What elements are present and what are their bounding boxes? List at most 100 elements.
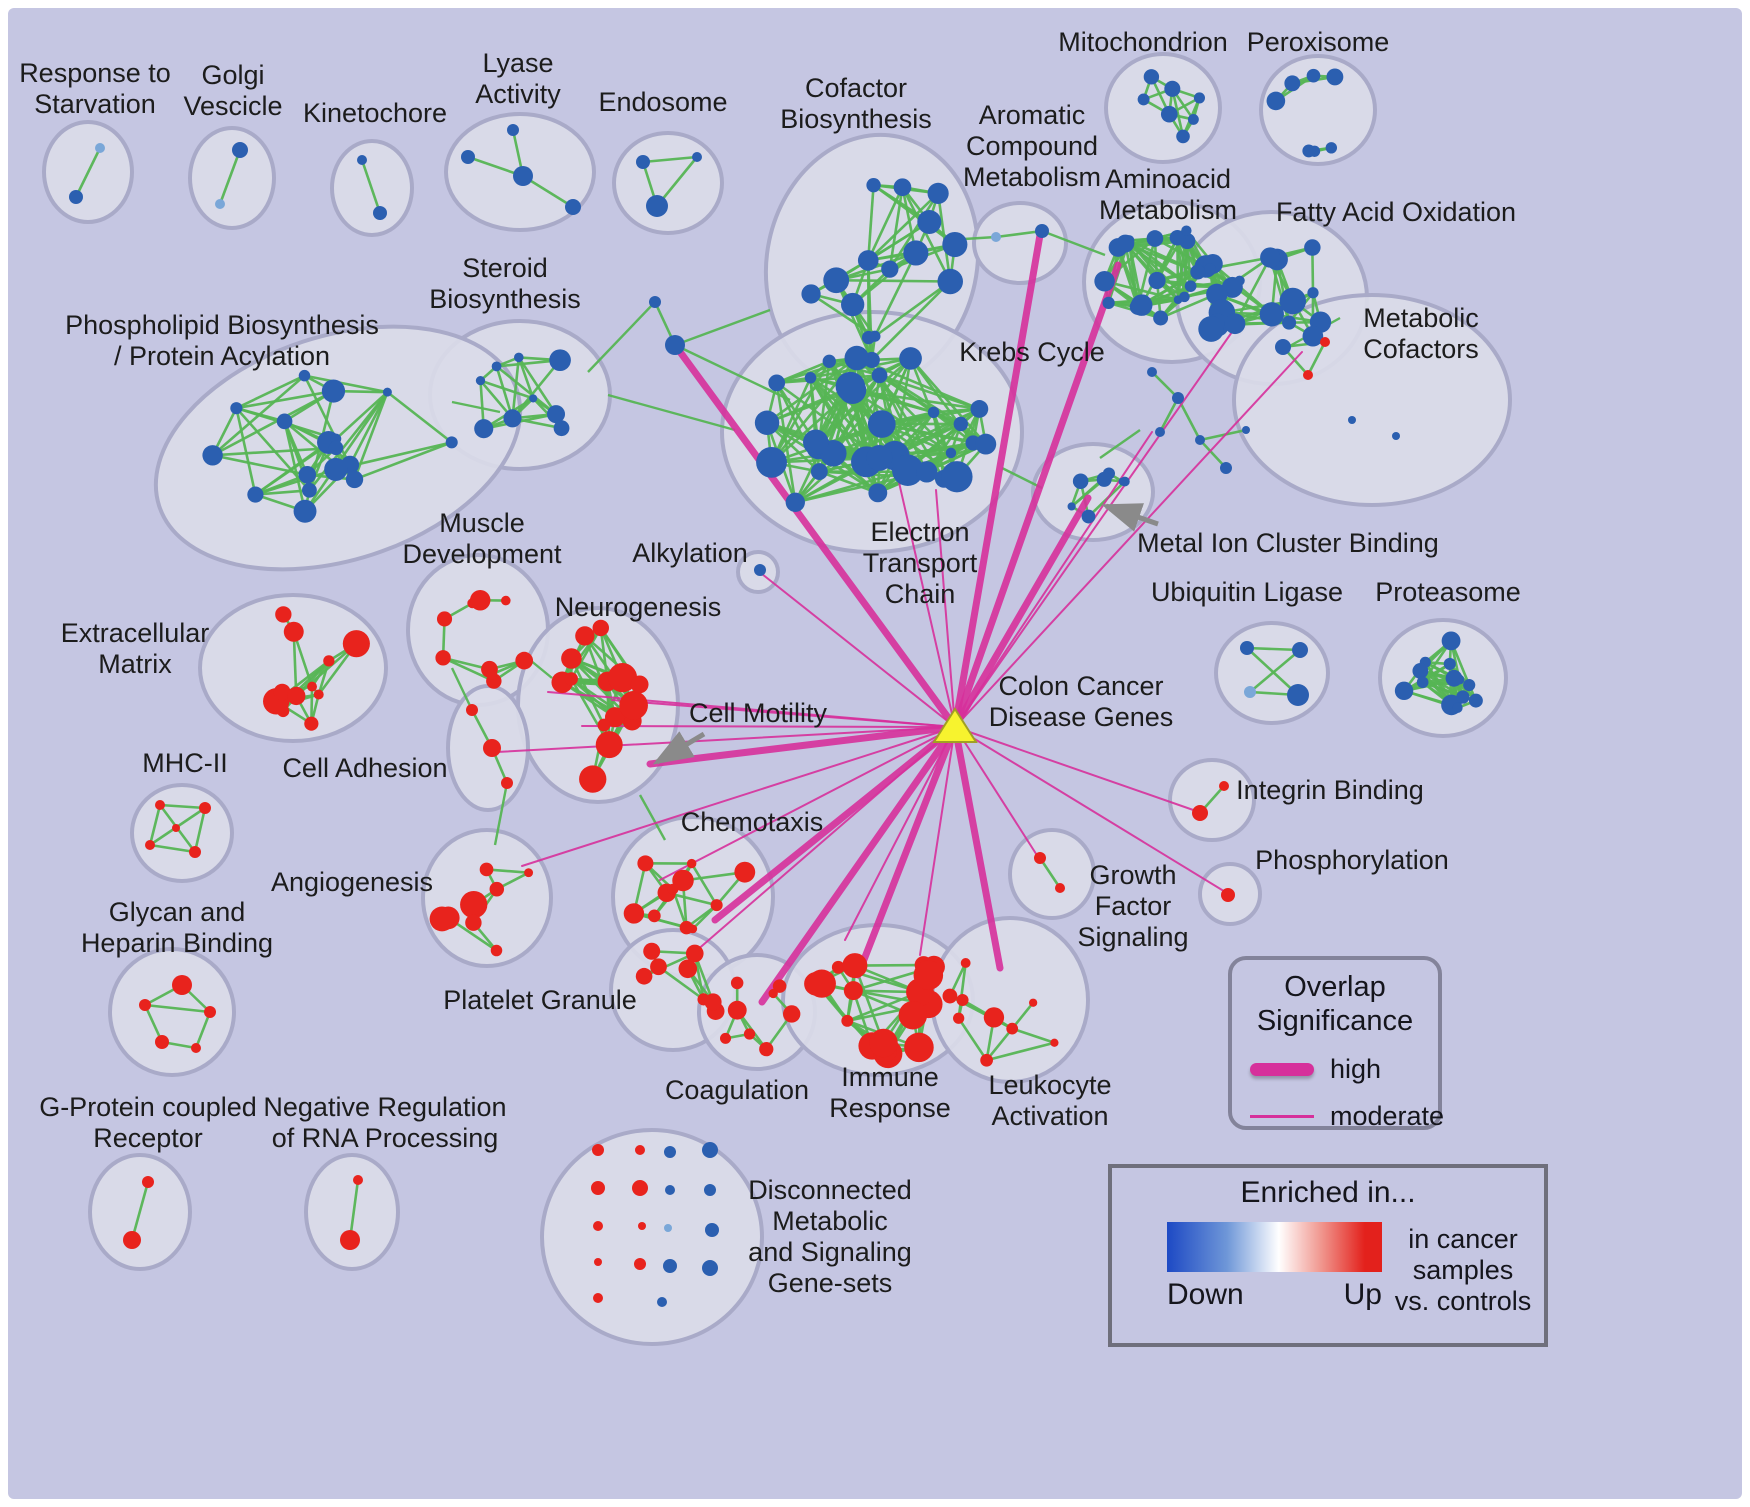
gene-set-node[interactable] bbox=[867, 410, 896, 438]
gene-set-node[interactable] bbox=[1468, 693, 1483, 708]
gene-set-node[interactable] bbox=[975, 433, 997, 455]
gene-set-node[interactable] bbox=[866, 445, 893, 471]
gene-set-node[interactable] bbox=[664, 1146, 676, 1158]
gene-set-node[interactable] bbox=[515, 651, 534, 670]
gene-set-node[interactable] bbox=[1275, 339, 1291, 355]
gene-set-node[interactable] bbox=[172, 824, 180, 832]
gene-set-node[interactable] bbox=[768, 374, 786, 392]
gene-set-node[interactable] bbox=[1187, 113, 1199, 125]
gene-set-node[interactable] bbox=[382, 387, 392, 397]
gene-set-node[interactable] bbox=[898, 1001, 928, 1030]
gene-set-node[interactable] bbox=[1184, 280, 1197, 293]
gene-set-node[interactable] bbox=[524, 868, 534, 878]
gene-set-node[interactable] bbox=[595, 731, 623, 759]
gene-set-node[interactable] bbox=[903, 240, 929, 266]
gene-set-node[interactable] bbox=[1072, 473, 1089, 490]
gene-set-node[interactable] bbox=[692, 152, 702, 162]
gene-set-node[interactable] bbox=[445, 436, 458, 449]
gene-set-node[interactable] bbox=[69, 190, 83, 204]
gene-set-node[interactable] bbox=[1006, 1022, 1019, 1035]
gene-set-node[interactable] bbox=[1034, 852, 1046, 864]
gene-set-node[interactable] bbox=[636, 155, 650, 169]
gene-set-node[interactable] bbox=[565, 199, 581, 215]
gene-set-node[interactable] bbox=[679, 920, 694, 935]
gene-set-node[interactable] bbox=[1287, 684, 1309, 706]
gene-set-node[interactable] bbox=[663, 1259, 677, 1273]
gene-set-node[interactable] bbox=[1081, 509, 1096, 524]
gene-set-node[interactable] bbox=[869, 1028, 898, 1058]
gene-set-node[interactable] bbox=[630, 675, 649, 694]
gene-set-node[interactable] bbox=[1094, 271, 1115, 292]
gene-set-node[interactable] bbox=[232, 142, 248, 158]
gene-set-node[interactable] bbox=[1160, 105, 1178, 123]
gene-set-node[interactable] bbox=[657, 1297, 667, 1307]
gene-set-node[interactable] bbox=[373, 206, 387, 220]
gene-set-node[interactable] bbox=[727, 1000, 747, 1020]
gene-set-node[interactable] bbox=[730, 976, 744, 990]
gene-set-node[interactable] bbox=[772, 979, 787, 993]
gene-set-node[interactable] bbox=[672, 869, 694, 892]
gene-set-node[interactable] bbox=[593, 1221, 603, 1231]
gene-set-node[interactable] bbox=[1164, 80, 1181, 97]
gene-set-node[interactable] bbox=[1172, 392, 1184, 404]
gene-set-node[interactable] bbox=[1137, 93, 1150, 106]
gene-set-node[interactable] bbox=[1304, 239, 1321, 256]
gene-set-node[interactable] bbox=[1148, 271, 1166, 290]
gene-set-node[interactable] bbox=[474, 419, 494, 439]
gene-set-node[interactable] bbox=[1456, 690, 1470, 704]
gene-set-node[interactable] bbox=[1035, 224, 1049, 238]
gene-set-node[interactable] bbox=[915, 461, 938, 483]
gene-set-node[interactable] bbox=[1192, 805, 1208, 821]
gene-set-node[interactable] bbox=[1146, 230, 1164, 247]
gene-set-node[interactable] bbox=[215, 199, 225, 209]
gene-set-node[interactable] bbox=[810, 463, 828, 481]
gene-set-node[interactable] bbox=[302, 482, 317, 498]
gene-set-node[interactable] bbox=[1204, 263, 1216, 275]
gene-set-node[interactable] bbox=[1176, 129, 1190, 144]
gene-set-node[interactable] bbox=[491, 361, 502, 372]
gene-set-node[interactable] bbox=[756, 446, 787, 478]
gene-set-node[interactable] bbox=[1259, 302, 1284, 327]
gene-set-node[interactable] bbox=[298, 369, 311, 382]
gene-set-node[interactable] bbox=[937, 268, 963, 295]
gene-set-node[interactable] bbox=[513, 166, 533, 186]
gene-set-node[interactable] bbox=[835, 371, 866, 402]
gene-set-node[interactable] bbox=[275, 606, 292, 623]
gene-set-node[interactable] bbox=[287, 686, 306, 706]
gene-set-node[interactable] bbox=[247, 486, 264, 503]
gene-set-node[interactable] bbox=[638, 1222, 646, 1230]
gene-set-node[interactable] bbox=[665, 1185, 675, 1195]
gene-set-node[interactable] bbox=[597, 718, 611, 732]
gene-set-node[interactable] bbox=[1195, 435, 1205, 445]
gene-set-node[interactable] bbox=[564, 672, 578, 686]
gene-set-node[interactable] bbox=[546, 405, 566, 424]
gene-set-node[interactable] bbox=[276, 413, 293, 430]
gene-set-node[interactable] bbox=[466, 704, 478, 716]
gene-set-node[interactable] bbox=[469, 590, 491, 611]
gene-set-node[interactable] bbox=[321, 379, 346, 403]
gene-set-node[interactable] bbox=[501, 777, 513, 789]
gene-set-node[interactable] bbox=[1153, 310, 1169, 326]
gene-set-node[interactable] bbox=[1102, 296, 1115, 310]
gene-set-node[interactable] bbox=[1221, 888, 1235, 902]
gene-set-node[interactable] bbox=[643, 942, 661, 960]
gene-set-node[interactable] bbox=[1179, 291, 1190, 303]
gene-set-node[interactable] bbox=[1392, 432, 1400, 440]
gene-set-node[interactable] bbox=[304, 716, 319, 731]
gene-set-node[interactable] bbox=[945, 447, 957, 459]
gene-set-node[interactable] bbox=[145, 840, 155, 850]
gene-set-node[interactable] bbox=[686, 858, 697, 869]
gene-set-node[interactable] bbox=[323, 655, 335, 667]
gene-set-node[interactable] bbox=[1306, 68, 1321, 83]
gene-set-node[interactable] bbox=[1143, 69, 1160, 85]
gene-set-node[interactable] bbox=[1348, 416, 1356, 424]
gene-set-node[interactable] bbox=[475, 375, 486, 386]
gene-set-node[interactable] bbox=[991, 232, 1001, 242]
gene-set-node[interactable] bbox=[807, 969, 836, 998]
gene-set-node[interactable] bbox=[594, 1258, 602, 1266]
gene-set-node[interactable] bbox=[357, 155, 367, 165]
gene-set-node[interactable] bbox=[298, 465, 317, 484]
gene-set-node[interactable] bbox=[831, 960, 845, 974]
gene-set-node[interactable] bbox=[783, 1005, 801, 1023]
gene-set-node[interactable] bbox=[191, 1043, 201, 1053]
